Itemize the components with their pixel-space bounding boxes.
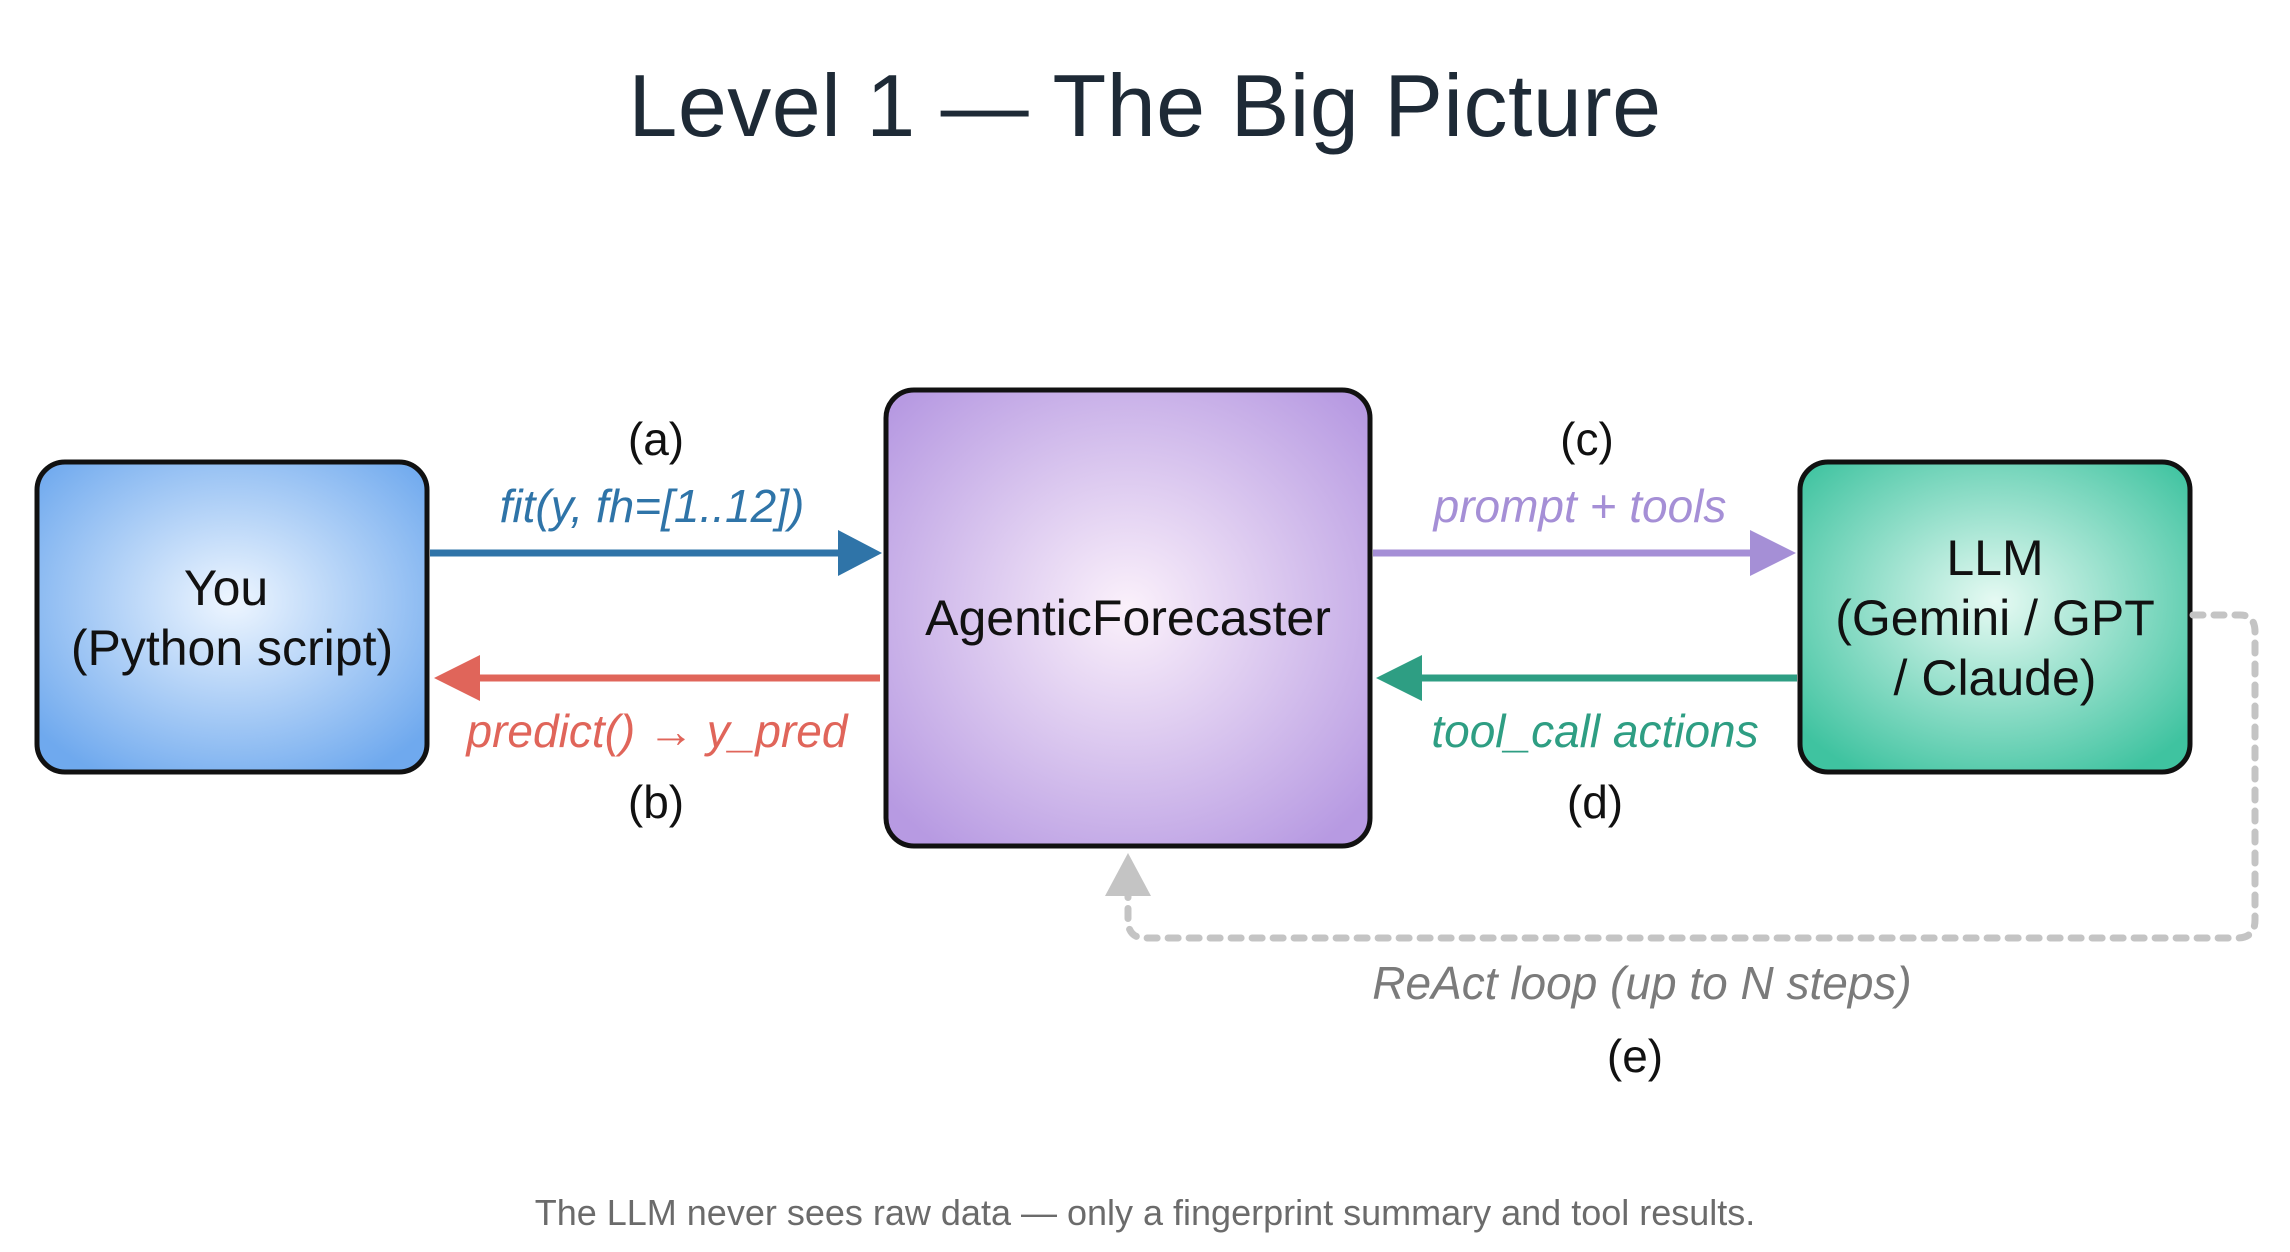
node-llm-line2: (Gemini / GPT — [1835, 590, 2154, 646]
node-you: You (Python script) — [34, 459, 430, 775]
edge-c-step: (c) — [1560, 413, 1614, 465]
edge-c-label: prompt + tools — [1432, 480, 1727, 532]
edge-e-dotted-path — [1124, 611, 2259, 942]
edge-b-arrowhead — [434, 655, 480, 701]
edge-e-arrowhead — [1105, 853, 1151, 896]
edge-d: tool_call actions (d) — [1376, 655, 1797, 828]
edge-c-arrowhead — [1750, 530, 1796, 576]
node-you-subtitle: (Python script) — [71, 620, 393, 676]
node-agent-label: AgenticForecaster — [925, 590, 1331, 646]
edge-d-step: (d) — [1567, 776, 1623, 828]
edge-a-step: (a) — [628, 413, 684, 465]
edge-a-label: fit(y, fh=[1..12]) — [500, 480, 805, 532]
edge-d-arrowhead — [1376, 655, 1422, 701]
edge-b-step: (b) — [628, 776, 684, 828]
diagram-title: Level 1 — The Big Picture — [628, 56, 1662, 155]
edge-e-label: ReAct loop (up to N steps) — [1372, 957, 1911, 1009]
edge-b: predict() → y_pred (b) — [434, 655, 880, 828]
edge-a: (a) fit(y, fh=[1..12]) — [430, 413, 882, 576]
node-agent-box — [883, 387, 1373, 849]
node-you-box — [34, 459, 430, 775]
node-llm-title: LLM — [1946, 530, 2043, 586]
edge-e-react-loop: ReAct loop (up to N steps) (e) — [1105, 611, 2259, 1082]
edge-d-label: tool_call actions — [1431, 705, 1758, 757]
node-llm: LLM (Gemini / GPT / Claude) — [1797, 459, 2193, 775]
edge-b-label: predict() → y_pred — [465, 705, 849, 757]
node-llm-box — [1797, 459, 2193, 775]
edge-c: (c) prompt + tools — [1373, 413, 1796, 576]
edge-a-arrowhead — [838, 530, 882, 576]
node-you-title: You — [184, 560, 268, 616]
footer-caption: The LLM never sees raw data — only a fin… — [534, 1192, 1756, 1233]
edge-e-step: (e) — [1607, 1030, 1663, 1082]
node-llm-line3: / Claude) — [1894, 650, 2097, 706]
node-agentic-forecaster: AgenticForecaster — [883, 387, 1373, 849]
